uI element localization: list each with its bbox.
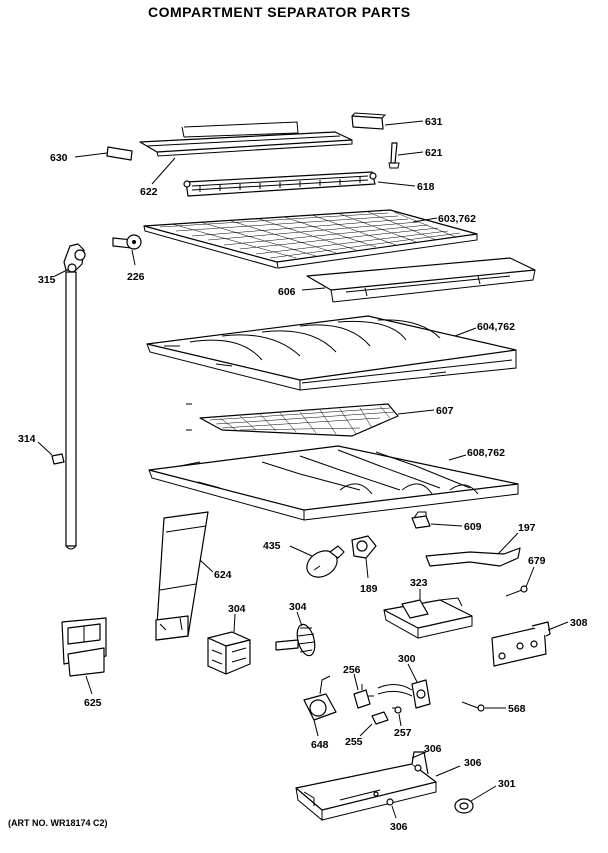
callout-631: 631 — [425, 116, 443, 128]
callout-304-knob: 304 — [289, 601, 307, 613]
part-308-bracket — [491, 621, 551, 667]
callout-606: 606 — [278, 286, 296, 298]
callout-308: 308 — [570, 617, 588, 629]
callout-315: 315 — [38, 274, 56, 286]
callout-630: 630 — [50, 152, 68, 164]
callout-301: 301 — [498, 778, 516, 790]
part-256-switch — [353, 684, 374, 709]
part-568-screw — [461, 701, 485, 712]
part-301-grommet — [454, 798, 474, 814]
callout-621: 621 — [425, 147, 443, 159]
part-609-clip — [411, 511, 431, 529]
callout-622: 622 — [140, 186, 158, 198]
callout-608-762: 608,762 — [467, 447, 505, 459]
part-323-housing — [383, 597, 473, 639]
part-630-clip — [106, 146, 133, 161]
callout-306-top: 306 — [424, 743, 442, 755]
callout-306-bottom: 306 — [390, 821, 408, 833]
callout-609: 609 — [464, 521, 482, 533]
callout-568: 568 — [508, 703, 526, 715]
part-189-socket — [351, 535, 377, 559]
part-618-rail — [183, 171, 377, 197]
part-604-cover — [146, 315, 517, 391]
part-622-channel — [139, 121, 353, 157]
part-255-switch — [371, 711, 389, 725]
callout-255: 255 — [345, 736, 363, 748]
part-631-cover — [351, 112, 387, 130]
part-197-strip — [425, 547, 521, 567]
part-300-thermostat — [377, 679, 431, 709]
part-603-grille-shelf — [143, 209, 478, 269]
part-606-panel — [306, 257, 536, 303]
part-621-screw — [388, 142, 400, 169]
callout-197: 197 — [518, 522, 536, 534]
diagram-title: COMPARTMENT SEPARATOR PARTS — [148, 4, 411, 20]
callout-323: 323 — [410, 577, 428, 589]
callout-189: 189 — [360, 583, 378, 595]
callout-300: 300 — [398, 653, 416, 665]
callout-648: 648 — [311, 739, 329, 751]
callout-607: 607 — [436, 405, 454, 417]
callout-306-right: 306 — [464, 757, 482, 769]
part-624-divider — [155, 511, 209, 641]
part-625-housing — [61, 617, 107, 677]
part-257-knob — [392, 706, 402, 714]
callout-679: 679 — [528, 555, 546, 567]
part-306-base — [295, 751, 437, 822]
part-648-motor — [303, 675, 337, 721]
callout-603-762: 603,762 — [438, 213, 476, 225]
part-435-bulb — [306, 545, 345, 578]
part-679-screw — [505, 585, 528, 597]
part-226-pin — [112, 234, 142, 250]
part-607-mesh — [199, 403, 399, 437]
callout-257: 257 — [394, 727, 412, 739]
callout-624: 624 — [214, 569, 232, 581]
callout-604-762: 604,762 — [477, 321, 515, 333]
callout-625: 625 — [84, 697, 102, 709]
callout-314: 314 — [18, 433, 36, 445]
part-314-rod — [51, 271, 77, 550]
callout-256: 256 — [343, 664, 361, 676]
part-304-control-box — [207, 631, 251, 675]
art-number: (ART NO. WR18174 C2) — [8, 818, 108, 828]
part-304-knob — [275, 623, 316, 657]
part-608-tray — [148, 445, 519, 521]
part-315-rod-bracket — [63, 243, 86, 273]
callout-226: 226 — [127, 271, 145, 283]
callout-435: 435 — [263, 540, 281, 552]
callout-304-box: 304 — [228, 603, 246, 615]
callout-618: 618 — [417, 181, 435, 193]
